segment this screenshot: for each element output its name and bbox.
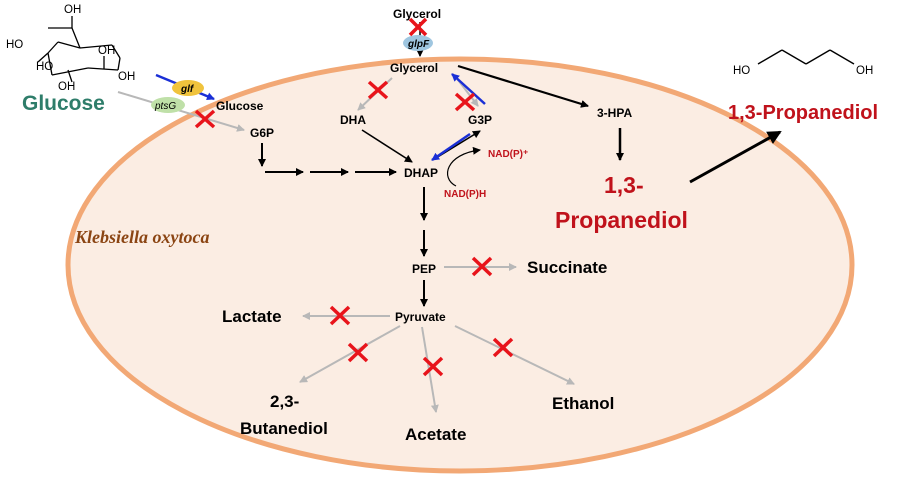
propanediol-export-arrow	[689, 130, 782, 184]
knockout-succinate	[471, 256, 493, 277]
byproduct-butanediol-line2: Butanediol	[240, 419, 328, 438]
ptsg-transport-arrow	[117, 91, 245, 132]
knockout-butanediol	[347, 342, 369, 363]
knockout-glycerol-dha	[367, 80, 389, 100]
knockout-ptsg	[194, 109, 216, 129]
knockout-glycerol-uptake	[408, 17, 428, 37]
byproduct-ethanol: Ethanol	[552, 394, 614, 413]
byproduct-lactate: Lactate	[222, 307, 282, 326]
propanediol-ho-label: HO	[733, 65, 750, 77]
metabolite-dha: DHA	[340, 113, 366, 127]
metabolite-3hpa: 3-HPA	[597, 106, 632, 120]
cofactor-curve	[446, 146, 481, 187]
propanediol-inside-line1: 1,3-	[604, 172, 644, 198]
knockout-ethanol	[492, 337, 514, 358]
metabolite-glycerol: Glycerol	[390, 61, 438, 75]
knockout-glycerol-g3p	[454, 92, 476, 112]
propanediol-outside-label: 1,3-Propanediol	[728, 102, 878, 124]
cofactor-nadp: NAD(P)⁺	[488, 149, 528, 160]
knockout-acetate	[422, 356, 444, 377]
metabolite-pep: PEP	[412, 262, 436, 276]
glycerol-to-3hpa-arrow	[457, 64, 589, 108]
propanediol-structure	[757, 49, 855, 65]
metabolite-g6p: G6P	[250, 126, 274, 140]
byproduct-acetate: Acetate	[405, 425, 466, 444]
propanediol-oh-label: OH	[856, 65, 873, 77]
ptsg-transporter	[151, 97, 185, 113]
glycerol-outside-label: Glycerol	[393, 7, 441, 21]
glucose-ho-label: HO	[6, 39, 23, 51]
metabolite-g3p: G3P	[468, 113, 492, 127]
metabolite-pyruvate: Pyruvate	[395, 310, 446, 324]
glucose-ho-label: HO	[36, 61, 53, 73]
propanediol-inside-line2: Propanediol	[555, 207, 688, 233]
knockout-lactate	[329, 305, 351, 326]
glucose-oh-label: OH	[64, 4, 81, 16]
glf-gene-label: glf	[180, 84, 195, 95]
ptsg-gene-label: ptsG	[154, 101, 176, 112]
glpf-gene-label: glpF	[407, 39, 430, 50]
glpf-transporter	[403, 35, 433, 51]
byproduct-succinate: Succinate	[527, 258, 607, 277]
byproduct-butanediol-line1: 2,3-	[270, 392, 299, 411]
glucose-oh-label: OH	[118, 71, 135, 83]
glucose-structure	[37, 16, 121, 83]
glucose-outside-label: Glucose	[22, 92, 105, 115]
cofactor-nadph: NAD(P)H	[444, 189, 486, 200]
glf-transporter	[172, 80, 204, 96]
metabolite-glucose: Glucose	[216, 99, 264, 113]
glucose-oh-label: OH	[58, 81, 75, 93]
metabolite-dhap: DHAP	[404, 166, 438, 180]
organism-label: Klebsiella oxytoca	[74, 227, 209, 247]
g3p-to-dhap-arrow	[431, 132, 471, 162]
dha-to-dhap-arrow	[361, 129, 413, 163]
glucose-oh-label: OH	[98, 45, 115, 57]
g3p-to-glycerol-arrow	[451, 73, 486, 105]
pyruvate-to-ethanol-arrow	[454, 325, 575, 385]
pyruvate-to-butanediol-arrow	[299, 325, 401, 383]
